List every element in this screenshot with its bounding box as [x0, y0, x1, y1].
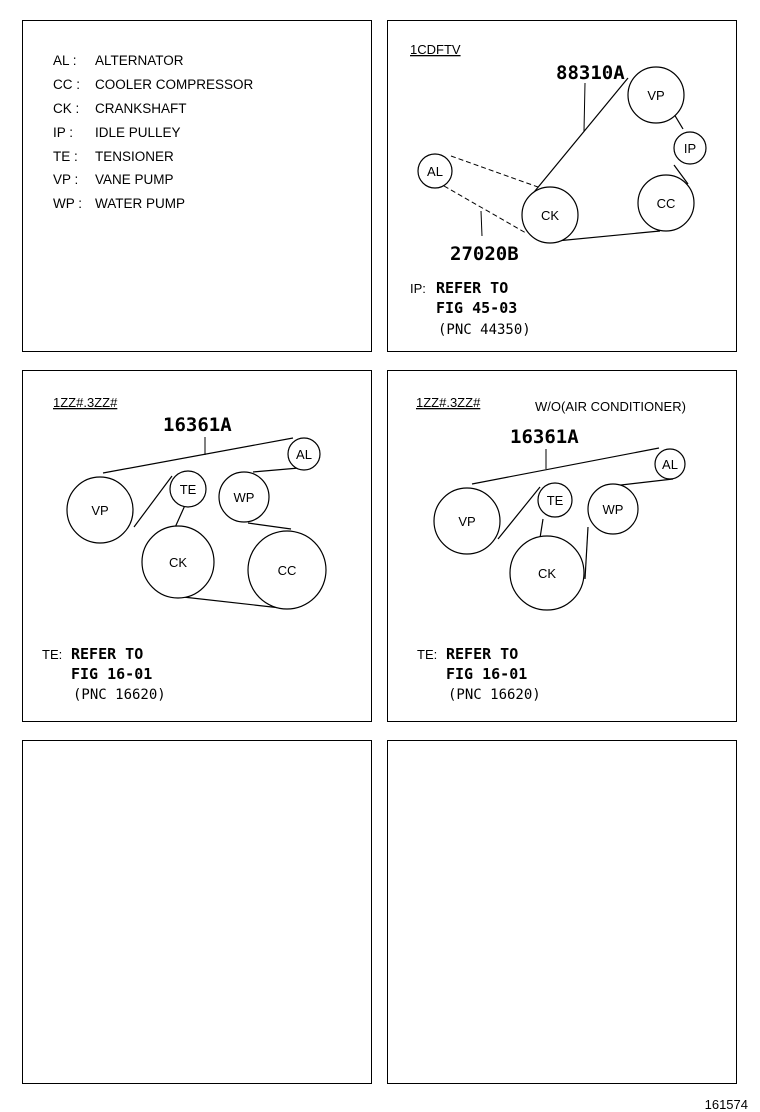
legend-item-ip: IP : IDLE PULLEY [53, 125, 181, 140]
pulley-label-al: AL [662, 457, 678, 472]
legend-name: COOLER COMPRESSOR [95, 77, 254, 92]
figure-id: 161574 [704, 1097, 748, 1112]
pulley-label-te: TE [180, 482, 197, 497]
legend-item-te: TE : TENSIONER [53, 149, 174, 164]
legend-abbr: CK : [53, 101, 80, 116]
legend-item-ck: CK : CRANKSHAFT [53, 101, 187, 116]
belt-segment [539, 518, 544, 539]
legend-abbr: WP : [53, 196, 83, 211]
belt-segment [247, 522, 292, 530]
note-line: FIG 16-01 [446, 665, 527, 683]
pulley-vp [66, 476, 134, 544]
pulley-te [537, 482, 573, 518]
belt-diagram-1zz-no-ac: 1ZZ#.3ZZ# W/O(AIR CONDITIONER) 16361A AL… [416, 395, 686, 703]
belt-segment [529, 77, 629, 198]
empty-panel-left [22, 740, 372, 1084]
pulley-label-te: TE [547, 493, 564, 508]
engine-code: 1ZZ#.3ZZ# [53, 395, 118, 410]
pulley-label-wp: WP [234, 490, 255, 505]
legend-item-wp: WP : WATER PUMP [53, 196, 185, 211]
note-prefix: TE: [417, 647, 437, 662]
legend-name: VANE PUMP [95, 172, 174, 187]
pulley-wp [587, 483, 639, 535]
pulley-wp [218, 471, 270, 523]
legend-name: WATER PUMP [95, 196, 185, 211]
pulley-label-cc: CC [278, 563, 297, 578]
pulley-label-ck: CK [541, 208, 559, 223]
legend-abbr: TE : [53, 149, 78, 164]
pulley-label-al: AL [296, 447, 312, 462]
pulley-ip [673, 131, 707, 165]
note-line: REFER TO [71, 645, 143, 663]
note-line: (PNC 16620) [448, 687, 541, 703]
pulley-cc [247, 530, 327, 610]
note-line: REFER TO [436, 279, 508, 297]
legend-item-al: AL : ALTERNATOR [53, 53, 184, 68]
diagram-panel-1cdftv: 1CDFTV 88310A VP IP CC CK AL 27020B IP: … [387, 20, 737, 352]
legend-name: ALTERNATOR [95, 53, 184, 68]
note-line: FIG 45-03 [436, 299, 517, 317]
legend-name: CRANKSHAFT [95, 101, 187, 116]
pulley-label-vp: VP [91, 503, 108, 518]
pulley-label-cc: CC [657, 196, 676, 211]
note-line: FIG 16-01 [71, 665, 152, 683]
pulley-cc [637, 174, 695, 232]
belt-segment [497, 486, 541, 540]
belt-segment-dashed [450, 155, 539, 188]
pulley-ck [509, 535, 585, 611]
pulley-te [169, 470, 207, 508]
pulley-label-al: AL [427, 164, 443, 179]
leader-line [583, 82, 586, 132]
empty-panel-right [387, 740, 737, 1084]
legend-name: TENSIONER [95, 149, 174, 164]
belt-diagram-1zz-ac: 1ZZ#.3ZZ# 16361A AL VP TE WP CK CC TE: R… [42, 395, 327, 703]
belt-segment [182, 596, 282, 609]
pulley-ck [141, 525, 215, 599]
belt-segment [252, 467, 300, 473]
belt-segment [584, 526, 589, 580]
part-number-belt: 16361A [510, 426, 579, 448]
condition-label: W/O(AIR CONDITIONER) [535, 399, 686, 414]
legend-item-vp: VP : VANE PUMP [53, 172, 174, 187]
legend-item-cc: CC : COOLER COMPRESSOR [53, 77, 253, 92]
legend-abbr: VP : [53, 172, 79, 187]
engine-code: 1CDFTV [410, 42, 461, 57]
note-prefix: TE: [42, 647, 62, 662]
legend-abbr: CC : [53, 77, 80, 92]
pulley-vp [627, 66, 685, 124]
part-number-upper-belt: 88310A [556, 62, 625, 84]
legend-panel: AL : ALTERNATOR CC : COOLER COMPRESSOR CK … [22, 20, 372, 352]
belt-diagram-1cdftv: 1CDFTV 88310A VP IP CC CK AL 27020B IP: … [410, 42, 707, 338]
pulley-label-ip: IP [684, 141, 696, 156]
belt-segment [133, 475, 173, 528]
pulley-label-ck: CK [538, 566, 556, 581]
pulley-al [654, 448, 686, 480]
legend-abbr: IP : [53, 125, 74, 140]
note-line: (PNC 44350) [438, 322, 531, 338]
part-number-belt: 16361A [163, 414, 232, 436]
leader-line [480, 210, 483, 237]
note-prefix: IP: [410, 281, 426, 296]
engine-code: 1ZZ#.3ZZ# [416, 395, 481, 410]
pulley-ck [521, 186, 579, 244]
pulley-label-ck: CK [169, 555, 187, 570]
pulley-al [417, 153, 453, 189]
note-line: (PNC 16620) [73, 687, 166, 703]
diagram-panel-1zz-ac: 1ZZ#.3ZZ# 16361A AL VP TE WP CK CC TE: R… [22, 370, 372, 722]
legend-abbr: AL : [53, 53, 77, 68]
belt-segment [545, 230, 661, 243]
part-number-lower-belt: 27020B [450, 243, 519, 265]
belt-segment [471, 447, 660, 485]
note-line: REFER TO [446, 645, 518, 663]
belt-segment-dashed [443, 185, 527, 234]
belt-segment [102, 437, 294, 474]
pulley-label-vp: VP [458, 514, 475, 529]
pulley-label-wp: WP [603, 502, 624, 517]
pulley-al [287, 437, 321, 471]
legend-name: IDLE PULLEY [95, 125, 181, 140]
pulley-label-vp: VP [647, 88, 664, 103]
pulley-vp [433, 487, 501, 555]
diagram-panel-1zz-no-ac: 1ZZ#.3ZZ# W/O(AIR CONDITIONER) 16361A AL… [387, 370, 737, 722]
belt-segment [673, 164, 689, 185]
